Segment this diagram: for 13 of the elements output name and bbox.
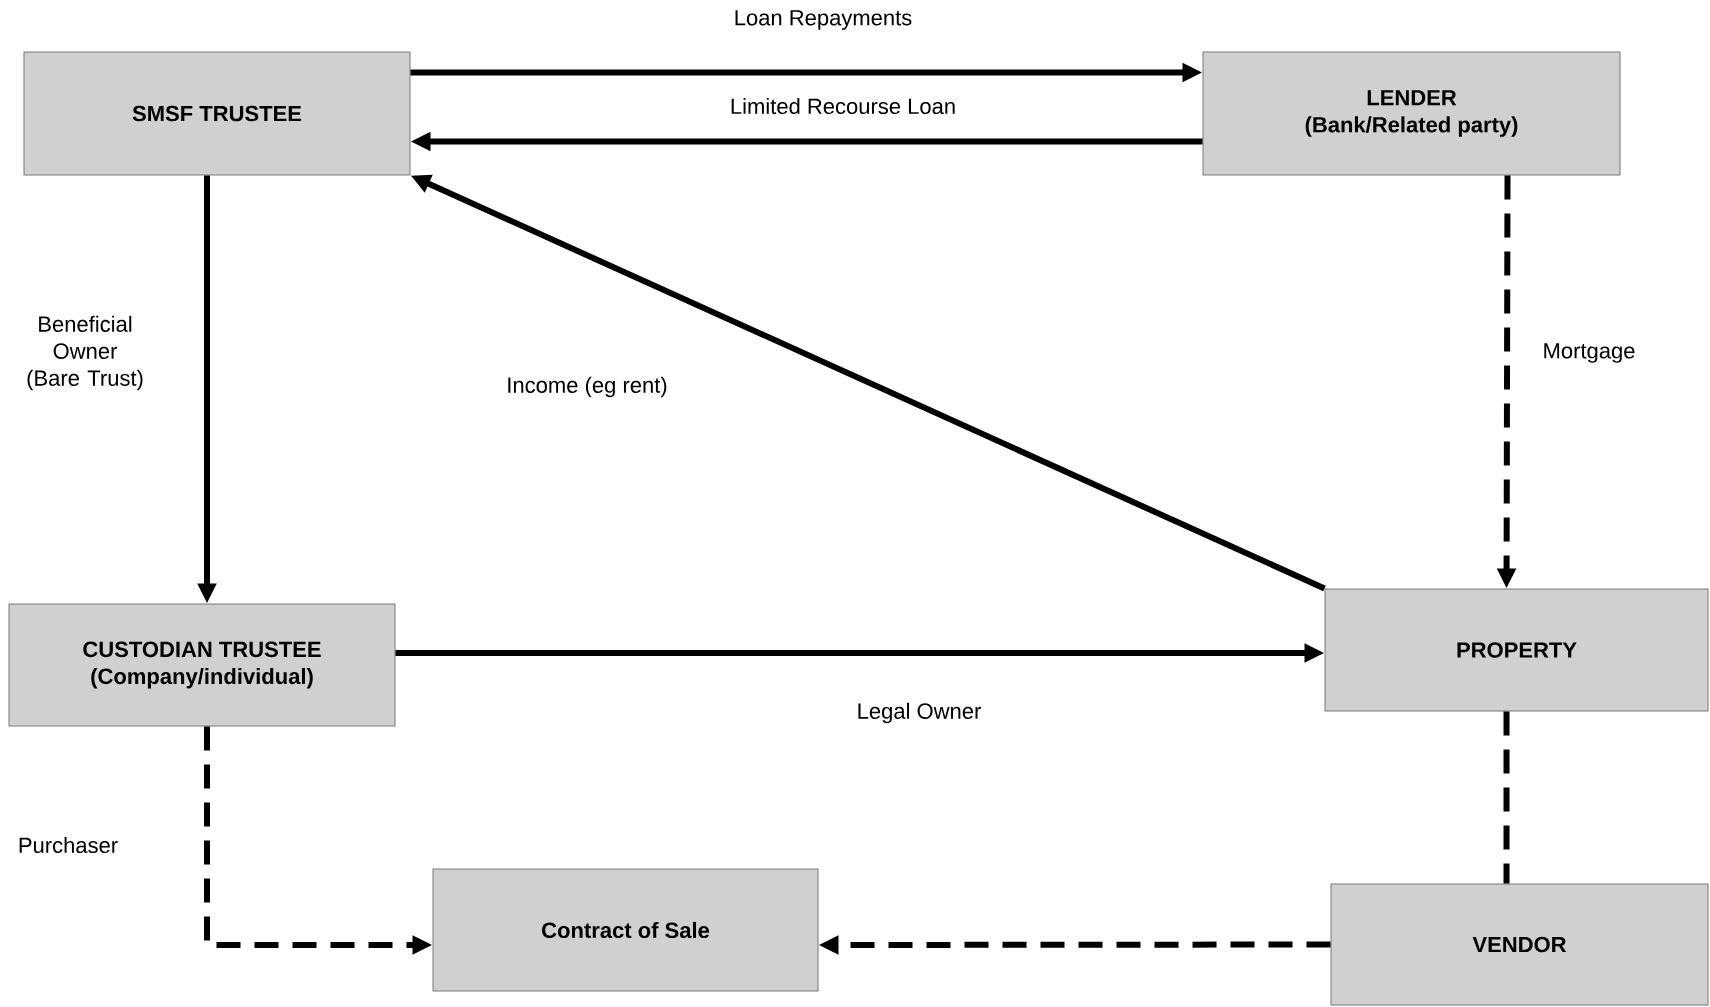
process-box: SMSF TRUSTEE	[23, 51, 411, 176]
edge-label: Legal Owner	[854, 700, 984, 726]
edge-label: Purchaser	[15, 834, 121, 856]
process-box: Contract of Sale	[432, 868, 819, 992]
edge-label: Beneficial Owner (Bare Trust)	[8, 313, 162, 393]
edge-label: Loan Repayments	[731, 8, 915, 32]
process-box: VENDOR	[1330, 883, 1709, 1006]
process-box: LENDER (Bank/Related party)	[1202, 51, 1621, 176]
edge-label: Income (eg rent)	[504, 374, 670, 400]
process-box: PROPERTY	[1324, 588, 1709, 712]
edge-label: Limited Recourse Loan	[727, 95, 959, 117]
edge-label: Mortgage	[1540, 341, 1638, 365]
process-box: CUSTODIAN TRUSTEE (Company/individual)	[8, 603, 396, 727]
